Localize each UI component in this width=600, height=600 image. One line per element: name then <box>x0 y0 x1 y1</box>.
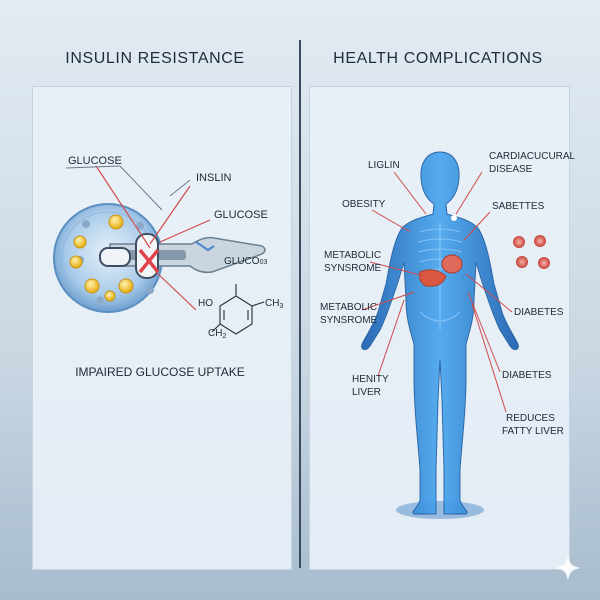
label-reduces-line1: REDUCES <box>506 413 555 424</box>
insulin-resistance-panel <box>32 86 292 570</box>
label-diabetes-2: DIABETES <box>502 370 552 381</box>
label-cardiovascular-line1: CARDIACUCURAL <box>489 151 576 162</box>
left-pointer-lines <box>95 165 211 311</box>
label-glucose-right: GLUCOSE <box>214 209 268 221</box>
label-cardiovascular-line2: DISEASE <box>489 164 533 175</box>
label-metabolic-2-line1: METABOLIC <box>320 302 377 313</box>
human-body-icon <box>361 151 519 519</box>
label-diabetes-1: DIABETES <box>514 307 564 318</box>
center-divider <box>299 40 301 568</box>
glucose-molecule-icon <box>69 214 134 302</box>
left-gray-lines <box>65 165 191 211</box>
label-obesity: OBESITY <box>342 199 386 210</box>
label-henity-line2: LIVER <box>352 387 381 398</box>
label-chem-ch2: CH2 <box>208 328 226 340</box>
blood-cells-icon <box>513 235 550 269</box>
right-pointer-lines <box>361 171 513 413</box>
label-metabolic-1-line2: SYNSROME <box>324 263 382 274</box>
label-liglin: LIGLIN <box>368 160 400 171</box>
chemical-structure-icon <box>211 284 265 335</box>
label-metabolic-2-line2: SYNSROME <box>320 315 378 326</box>
label-sabettes: SABETTES <box>492 201 545 212</box>
label-henity-line1: HENITY <box>352 374 389 385</box>
label-metabolic-1-line1: METABOLIC <box>324 250 381 261</box>
label-gluco-channel: GLUCO03 <box>224 256 267 267</box>
sparkle-icon <box>555 555 581 581</box>
label-chem-ho: HO <box>198 298 213 309</box>
caption-impaired-glucose-uptake: IMPAIRED GLUCOSE UPTAKE <box>75 365 245 379</box>
left-panel-title: INSULIN RESISTANCE <box>65 50 245 67</box>
label-glucose-top: GLUCOSE <box>68 155 122 167</box>
label-reduces-line2: FATTY LIVER <box>502 426 564 437</box>
right-panel-title: HEALTH COMPLICATIONS <box>333 50 543 67</box>
label-insulin: INSLIN <box>196 172 232 184</box>
blocked-receptor-icon <box>99 233 160 279</box>
label-chem-ch3: CH3 <box>265 298 283 310</box>
